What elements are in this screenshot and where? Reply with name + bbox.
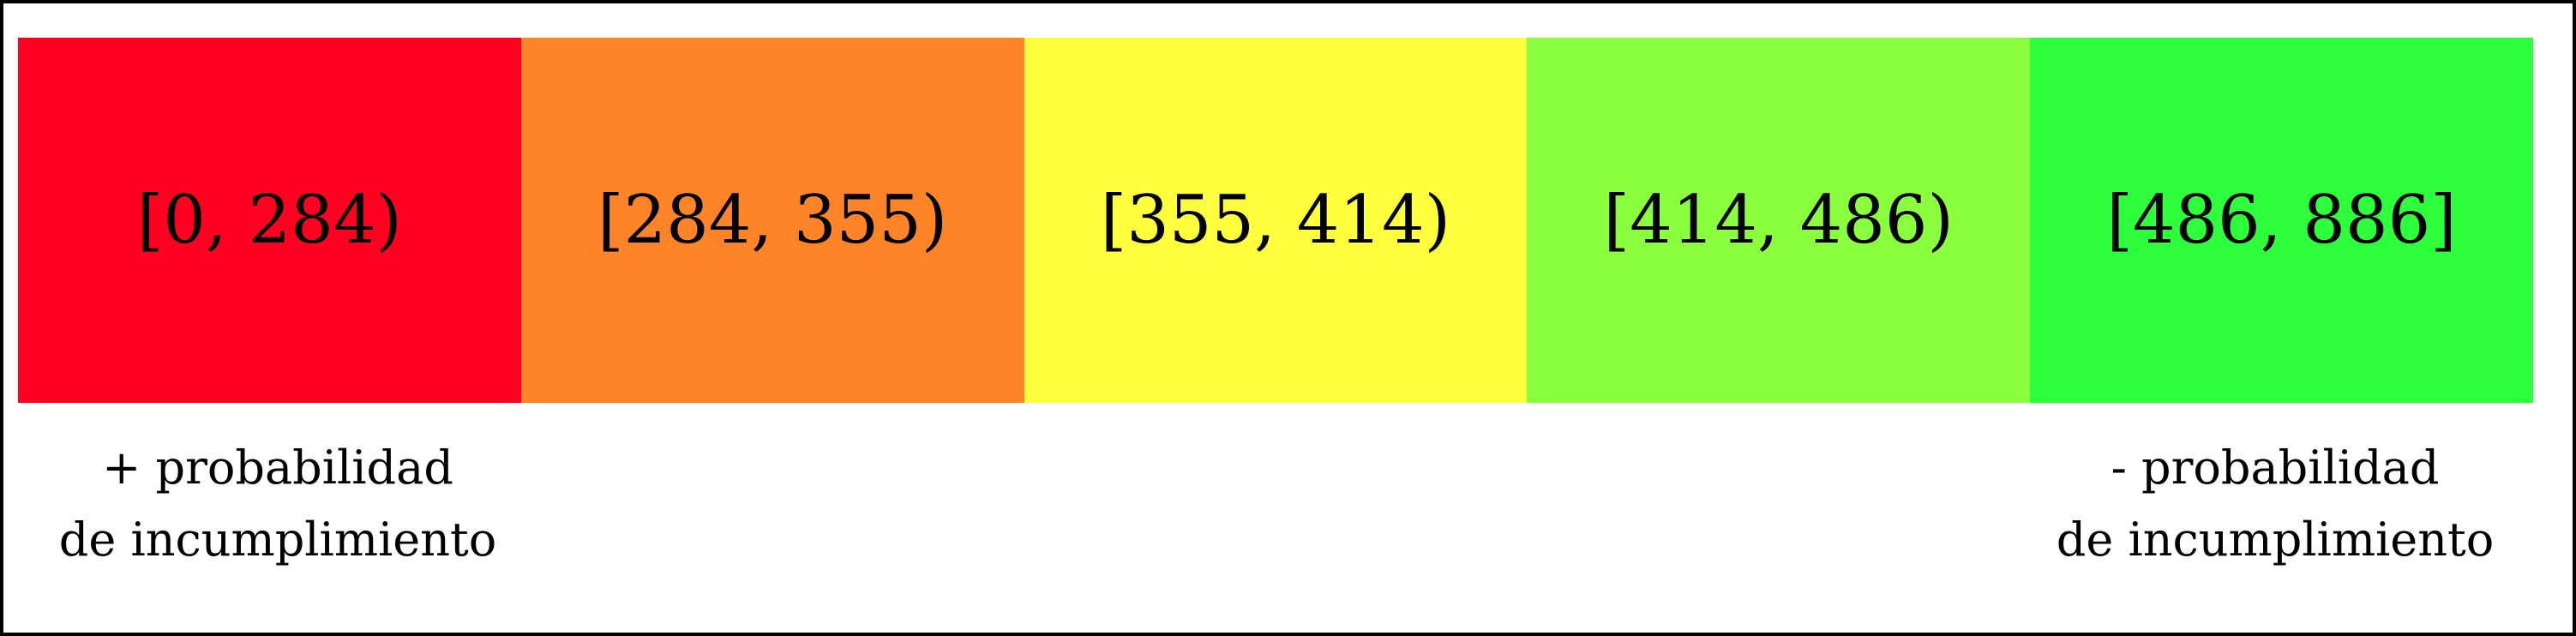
band-label: [486, 886] (2106, 182, 2457, 259)
band-355-414: [355, 414) (1024, 38, 1528, 403)
band-label: [414, 486) (1603, 182, 1954, 259)
band-label: [355, 414) (1100, 182, 1451, 259)
band-label: [0, 284) (136, 182, 402, 259)
band-label: [284, 355) (597, 182, 948, 259)
low-risk-caption: - probabilidad de incumplimiento (2018, 432, 2532, 576)
high-risk-caption: + probabilidad de incumplimiento (21, 432, 535, 576)
band-414-486: [414, 486) (1527, 38, 2031, 403)
caption-line: de incumplimiento (58, 513, 497, 567)
caption-line: de incumplimiento (2056, 513, 2495, 567)
caption-line: + probabilidad (102, 441, 453, 495)
band-284-355: [284, 355) (520, 38, 1024, 403)
band-486-886: [486, 886] (2030, 38, 2533, 403)
caption-line: - probabilidad (2111, 441, 2440, 495)
risk-color-scale: [0, 284) [284, 355) [355, 414) [414, 486… (18, 38, 2533, 403)
band-0-284: [0, 284) (18, 38, 521, 403)
